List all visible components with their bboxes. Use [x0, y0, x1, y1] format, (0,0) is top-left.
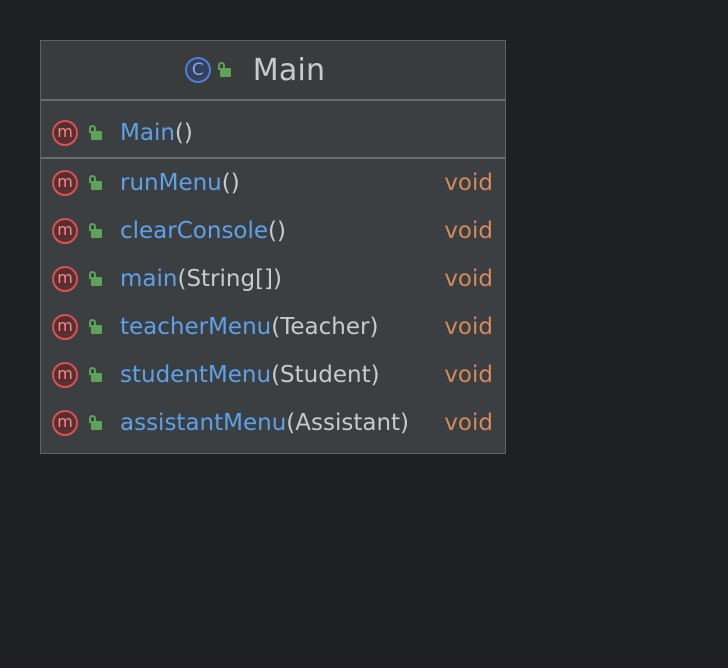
method-row-clear-console[interactable]: m clearConsole() void	[41, 211, 505, 251]
method-params: ()	[221, 170, 240, 196]
methods-section: m runMenu() void m clearConsole() void m…	[41, 159, 505, 449]
method-name: studentMenu	[120, 362, 272, 388]
method-return-type: void	[444, 410, 493, 436]
method-return-type: void	[444, 362, 493, 388]
method-icon: m	[52, 120, 78, 146]
unlocked-lock-icon	[88, 415, 102, 431]
method-signature: teacherMenu(Teacher)	[120, 314, 378, 340]
constructor-name: Main	[120, 120, 175, 146]
method-icon: m	[52, 410, 78, 436]
unlocked-lock-icon	[88, 271, 102, 287]
method-icon: m	[52, 314, 78, 340]
method-name: runMenu	[120, 170, 222, 196]
constructor-params: ()	[174, 120, 193, 146]
method-name: teacherMenu	[120, 314, 272, 340]
method-params: ()	[268, 218, 286, 244]
class-node-main[interactable]: C Main m Main()	[40, 40, 506, 454]
method-name: assistantMenu	[120, 410, 287, 436]
unlocked-lock-icon	[88, 223, 102, 239]
class-icon: C	[184, 57, 211, 83]
method-icon: m	[52, 170, 78, 196]
method-icon: m	[52, 362, 78, 388]
method-params: (Teacher)	[271, 314, 379, 340]
constructors-section: m Main()	[41, 101, 505, 159]
constructor-signature: Main()	[120, 120, 193, 146]
constructor-row[interactable]: m Main()	[41, 113, 505, 153]
method-signature: clearConsole()	[120, 218, 286, 244]
unlocked-lock-icon	[88, 367, 102, 383]
method-icon: m	[52, 218, 78, 244]
method-row-run-menu[interactable]: m runMenu() void	[41, 163, 505, 203]
method-signature: runMenu()	[120, 170, 240, 196]
unlocked-lock-icon	[88, 319, 102, 335]
method-name: main	[120, 266, 178, 292]
method-row-student-menu[interactable]: m studentMenu(Student) void	[41, 355, 505, 395]
method-name: clearConsole	[120, 218, 269, 244]
method-icon: m	[52, 266, 78, 292]
method-return-type: void	[444, 170, 493, 196]
method-row-assistant-menu[interactable]: m assistantMenu(Assistant) void	[41, 403, 505, 443]
method-row-teacher-menu[interactable]: m teacherMenu(Teacher) void	[41, 307, 505, 347]
method-signature: main(String[])	[120, 266, 282, 292]
class-name: Main	[252, 52, 326, 88]
class-header-content: C Main	[184, 52, 326, 88]
method-return-type: void	[444, 266, 493, 292]
method-return-type: void	[444, 218, 493, 244]
unlocked-lock-icon	[88, 125, 102, 141]
method-signature: studentMenu(Student)	[120, 362, 380, 388]
class-header: C Main	[41, 41, 505, 101]
method-params: (String[])	[177, 266, 283, 292]
unlocked-lock-icon	[217, 62, 231, 78]
method-return-type: void	[444, 314, 493, 340]
method-row-main[interactable]: m main(String[]) void	[41, 259, 505, 299]
method-params: (Assistant)	[286, 410, 410, 436]
unlocked-lock-icon	[88, 175, 102, 191]
method-signature: assistantMenu(Assistant)	[120, 410, 409, 436]
method-params: (Student)	[271, 362, 380, 388]
class-icon-letter: C	[191, 59, 204, 80]
